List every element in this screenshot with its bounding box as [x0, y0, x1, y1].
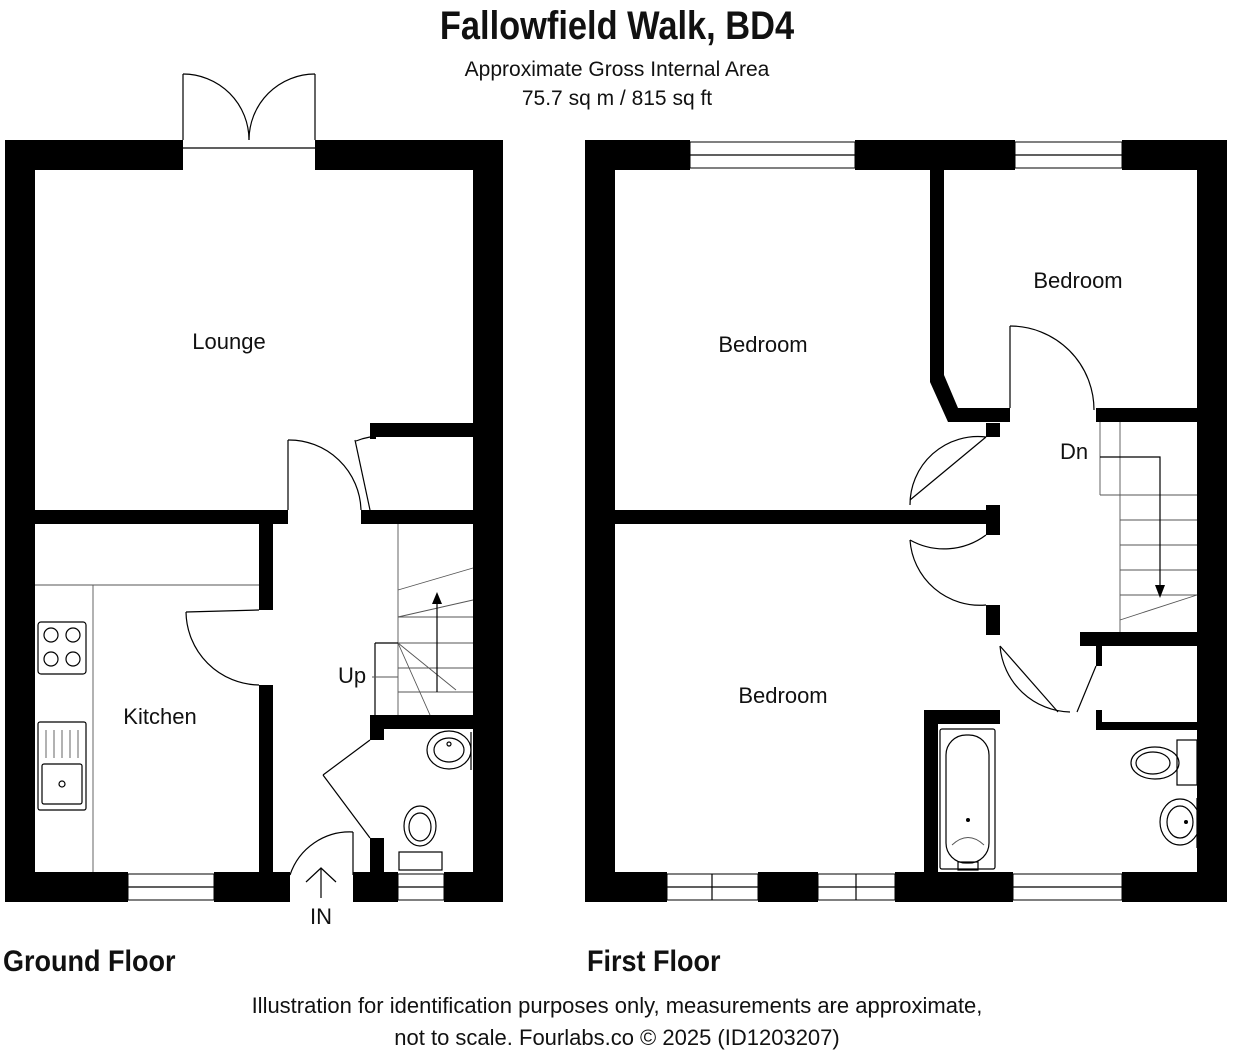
- ff-wall-bedroom-landing2: [986, 505, 1000, 535]
- gf-wall-hall-left-lower: [259, 685, 273, 875]
- gf-wall-lounge-kitchen: [35, 510, 288, 524]
- gf-wall-top-right: [315, 140, 503, 170]
- gf-wall-lounge-stairs: [361, 510, 473, 524]
- ff-wall-top-3: [1122, 140, 1227, 170]
- entrance-label: IN: [310, 904, 332, 929]
- gf-wall-right: [473, 140, 503, 902]
- room-label-kitchen: Kitchen: [123, 704, 196, 729]
- first-floor-label: First Floor: [587, 945, 721, 978]
- plan-title: Fallowfield Walk, BD4: [439, 4, 795, 48]
- area-value: 75.7 sq m / 815 sq ft: [521, 87, 713, 110]
- disclaimer-line-1: Illustration for identification purposes…: [251, 993, 983, 1018]
- room-label-lounge: Lounge: [192, 329, 265, 354]
- ff-wall-bottom-1: [585, 872, 667, 902]
- gf-wall-bottom-right2: [444, 872, 503, 902]
- ff-wall-small-bedroom-left: [930, 170, 1010, 422]
- ff-wall-small-bedroom-bottom: [1096, 408, 1197, 422]
- ff-wall-cupboard-bottom: [1096, 722, 1197, 730]
- stairs-label-down: Dn: [1060, 439, 1088, 464]
- room-label-bedroom-rear: Bedroom: [738, 683, 827, 708]
- gf-wall-bottom-mid: [214, 872, 290, 902]
- ff-wall-stairs-bottom: [1080, 632, 1197, 646]
- area-label: Approximate Gross Internal Area: [464, 58, 770, 81]
- gf-wall-left: [5, 140, 35, 902]
- ff-wall-bottom-2: [758, 872, 818, 902]
- room-label-bedroom-small: Bedroom: [1033, 268, 1122, 293]
- gf-wall-cupboard: [370, 423, 473, 437]
- ff-wall-bottom-3: [895, 872, 1013, 902]
- ff-wall-left: [585, 140, 615, 902]
- first-floor-plan: [585, 140, 1227, 902]
- gf-wall-bottom-left: [5, 872, 128, 902]
- ff-wall-cupboard-left2: [1096, 710, 1102, 730]
- disclaimer-line-2: not to scale. Fourlabs.co © 2025 (ID1203…: [394, 1025, 840, 1050]
- ff-wall-bathroom-left: [924, 710, 938, 875]
- ff-wall-bathroom-top2: [986, 605, 1000, 635]
- gf-wall-wc-left-lower: [370, 838, 384, 875]
- gf-wall-wc-left: [370, 715, 384, 740]
- ff-wall-bathroom-top: [924, 710, 1000, 724]
- stairs-label-up: Up: [338, 663, 366, 688]
- ff-wall-top-1: [585, 140, 690, 170]
- ff-wall-bedroom-landing: [986, 423, 1000, 437]
- gf-wall-bottom-right1: [353, 872, 398, 902]
- ff-wall-right: [1197, 140, 1227, 902]
- ff-wall-bottom-4: [1122, 872, 1227, 902]
- gf-wall-hall-left-upper: [259, 520, 273, 610]
- gf-wall-cupboard-left: [370, 423, 376, 439]
- ff-wall-between-bedrooms: [615, 510, 1000, 524]
- room-label-bedroom-front: Bedroom: [718, 332, 807, 357]
- ground-floor-plan: [5, 73, 503, 902]
- ff-wall-cupboard: [1096, 646, 1102, 666]
- gf-wall-wc-top: [370, 715, 473, 729]
- ground-floor-label: Ground Floor: [3, 945, 176, 978]
- ff-wall-top-2: [855, 140, 1015, 170]
